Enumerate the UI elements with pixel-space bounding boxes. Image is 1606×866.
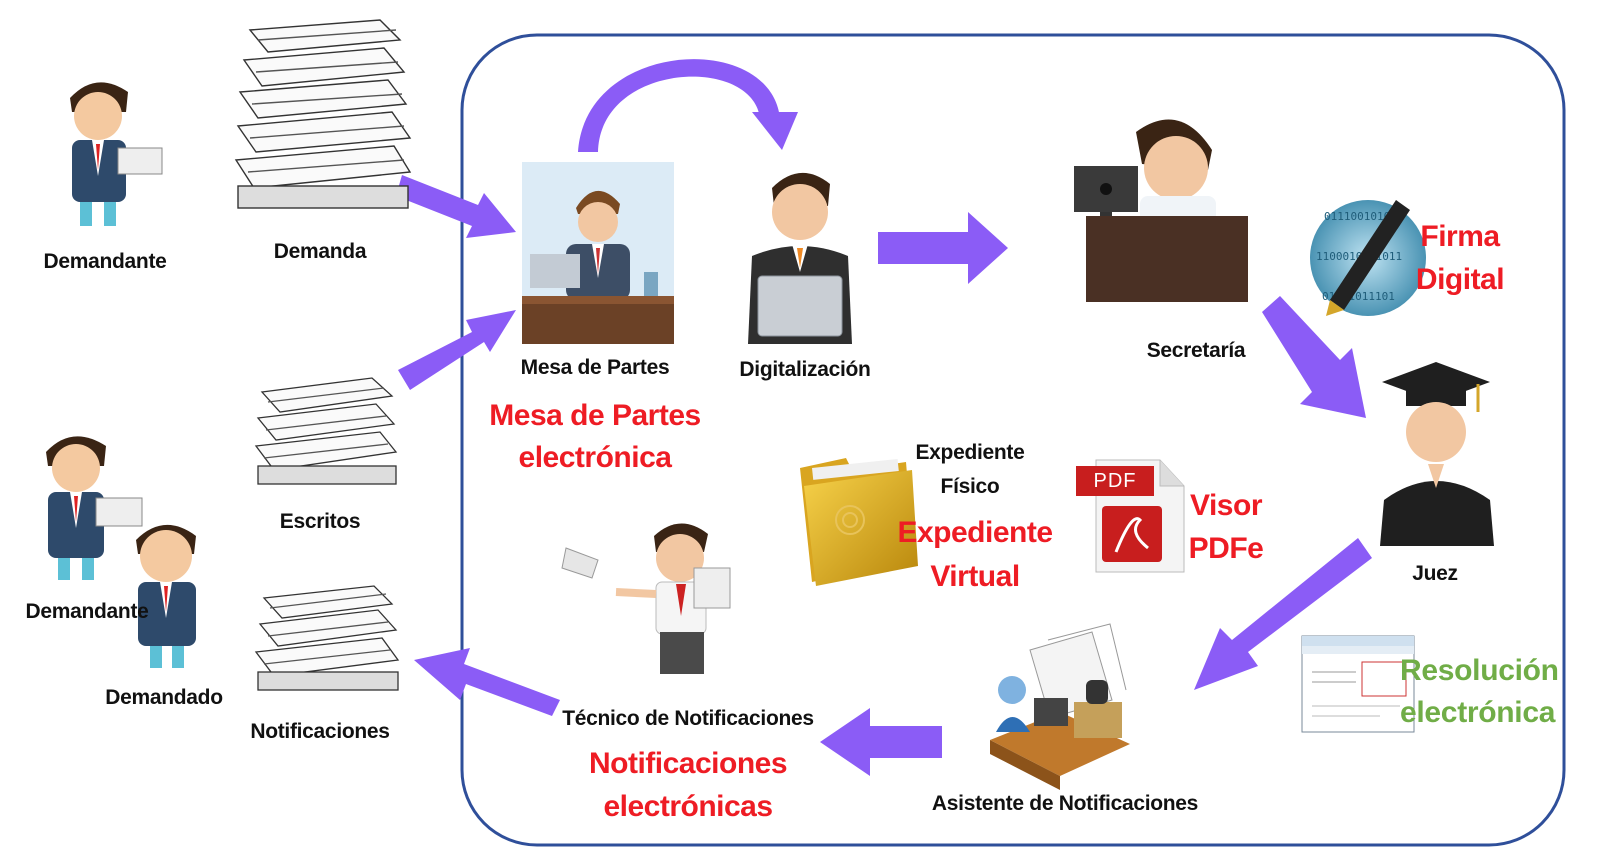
label-demanda: Demanda <box>273 240 367 263</box>
juez-icon <box>1380 362 1494 546</box>
asistente-icon <box>990 623 1130 790</box>
arrow-juez-to-asistente <box>1194 538 1372 690</box>
label-firma-1: Firma <box>1420 220 1500 253</box>
mesa-de-partes-icon <box>522 162 674 344</box>
expediente-folder-icon <box>800 458 918 586</box>
pdf-badge-text: PDF <box>1093 470 1137 492</box>
label-digitalizacion: Digitalización <box>739 358 871 381</box>
label-notif-elec-2: electrónicas <box>603 790 773 823</box>
firma-digital-icon: 01110010101 1100010101011 01011011101 <box>1310 200 1426 316</box>
label-secretaria: Secretaría <box>1146 339 1246 362</box>
label-expediente-fisico-2: Físico <box>940 475 1000 498</box>
demandado-figure <box>136 524 196 668</box>
label-demandante-2: Demandante <box>25 600 149 623</box>
label-demandante-1: Demandante <box>43 250 167 273</box>
demandante-figure-1 <box>70 82 163 226</box>
tecnico-icon <box>561 523 731 674</box>
label-escritos: Escritos <box>279 510 361 533</box>
arrow-secretaria-to-juez <box>1262 296 1366 418</box>
label-visor-1: Visor <box>1190 489 1263 522</box>
arrow-tecnico-to-notificaciones <box>414 648 560 716</box>
resolucion-screenshot-icon <box>1301 635 1415 733</box>
escritos-stack-icon <box>254 377 398 485</box>
arrow-asistente-to-tecnico <box>820 708 942 776</box>
label-juez: Juez <box>1412 562 1458 585</box>
flow-arrows <box>396 59 1372 776</box>
demandante-figure-2 <box>46 436 143 580</box>
arrow-digital-to-secretaria <box>878 212 1008 284</box>
digitalizacion-icon <box>748 172 852 344</box>
process-boundary <box>460 33 1566 847</box>
arrow-escritos-to-mesa <box>398 310 516 390</box>
label-tecnico: Técnico de Notificaciones <box>562 707 814 730</box>
label-expediente-virtual-2: Virtual <box>930 560 1020 593</box>
label-notif-elec-1: Notificaciones <box>588 747 788 780</box>
label-expediente-fisico-1: Expediente <box>915 441 1025 464</box>
arrow-demanda-to-mesa <box>396 175 516 238</box>
label-expediente-virtual-1: Expediente <box>897 516 1053 549</box>
label-mesa-electronica-2: electrónica <box>518 441 672 474</box>
label-resolucion-1: Resolución <box>1400 654 1559 687</box>
label-mesa-electronica-1: Mesa de Partes <box>489 399 701 432</box>
label-demandado: Demandado <box>105 686 223 709</box>
demanda-stack-icon <box>234 19 412 209</box>
arrow-curve-mesa-to-digital <box>578 59 780 152</box>
label-notificaciones: Notificaciones <box>250 720 390 743</box>
secretaria-icon <box>1074 119 1248 302</box>
pdf-icon <box>1076 459 1185 573</box>
label-visor-2: PDFe <box>1188 532 1264 565</box>
label-asistente: Asistente de Notificaciones <box>931 792 1199 815</box>
label-resolucion-2: electrónica <box>1400 696 1556 729</box>
svg-text:01110010101: 01110010101 <box>1324 210 1397 223</box>
label-mesa-de-partes: Mesa de Partes <box>520 356 670 379</box>
notificaciones-stack-icon <box>254 585 400 691</box>
label-firma-2: Digital <box>1415 263 1505 296</box>
